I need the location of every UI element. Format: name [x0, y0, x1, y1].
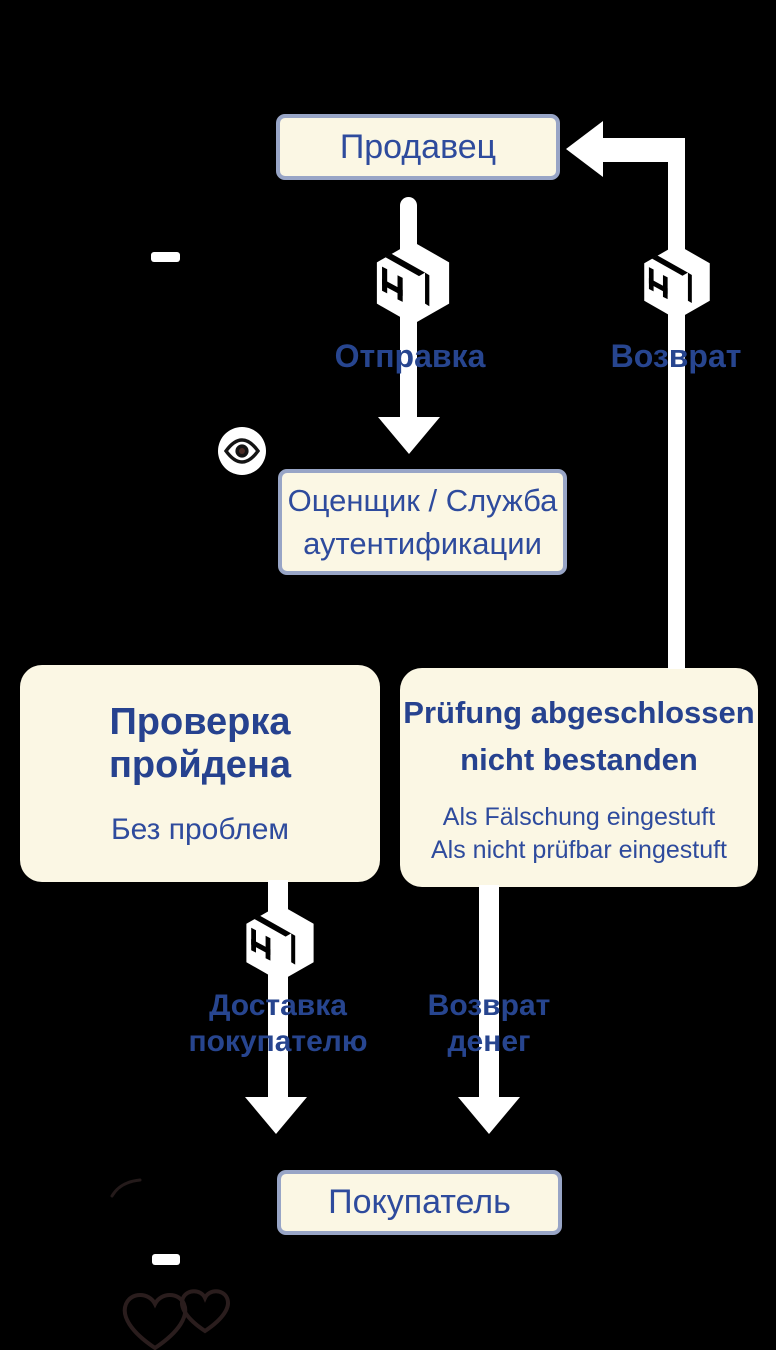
failed-box: Prüfung abgeschlossen nicht bestanden Al…: [400, 668, 758, 887]
sketch-line: [110, 1178, 142, 1198]
return-arrow-horizontal-shaft: [601, 138, 685, 162]
delivery-arrowhead: [245, 1097, 307, 1134]
refund-arrowhead: [458, 1097, 520, 1134]
passed-box: Проверка пройдена Без проблем: [20, 665, 380, 882]
white-dash-top: [151, 252, 180, 262]
return-label: Возврат: [610, 338, 742, 374]
shipping-label: Отправка: [334, 338, 486, 374]
shipping-arrowhead: [378, 417, 440, 454]
delivery-label-line2: покупателю: [188, 1025, 368, 1058]
refund-arrow-shaft: [479, 885, 499, 1100]
failed-title-line2: nicht bestanden: [460, 741, 698, 777]
seller-label: Продавец: [339, 127, 497, 166]
white-dash-bottom: [152, 1254, 180, 1265]
hearts-icon: [122, 1289, 230, 1350]
failed-body-line1: Als Fälschung eingestuft: [442, 802, 716, 831]
passed-subtitle: Без проблем: [110, 812, 290, 846]
package-icon: [644, 244, 710, 320]
passed-title: Проверка пройдена: [108, 700, 292, 786]
failed-title-line1: Prüfung abgeschlossen: [403, 694, 755, 730]
authenticator-label-line1: Оценщик / Служба: [287, 483, 558, 518]
authenticator-box: Оценщик / Служба аутентификации: [278, 469, 567, 575]
refund-label-line2: денег: [447, 1025, 531, 1058]
package-icon: [246, 904, 314, 982]
return-arrow-vertical-shaft: [668, 139, 685, 669]
package-icon: [376, 241, 450, 325]
failed-body-line2: Als nicht prüfbar eingestuft: [431, 835, 727, 864]
authenticator-label-line2: аутентификации: [303, 526, 542, 561]
eye-icon: [218, 427, 266, 475]
refund-label-line1: Возврат: [427, 989, 551, 1022]
return-arrowhead: [566, 121, 603, 177]
buyer-box: Покупатель: [277, 1170, 562, 1235]
seller-box: Продавец: [276, 114, 560, 180]
buyer-label: Покупатель: [328, 1183, 511, 1221]
delivery-label-line1: Доставка: [209, 989, 347, 1022]
